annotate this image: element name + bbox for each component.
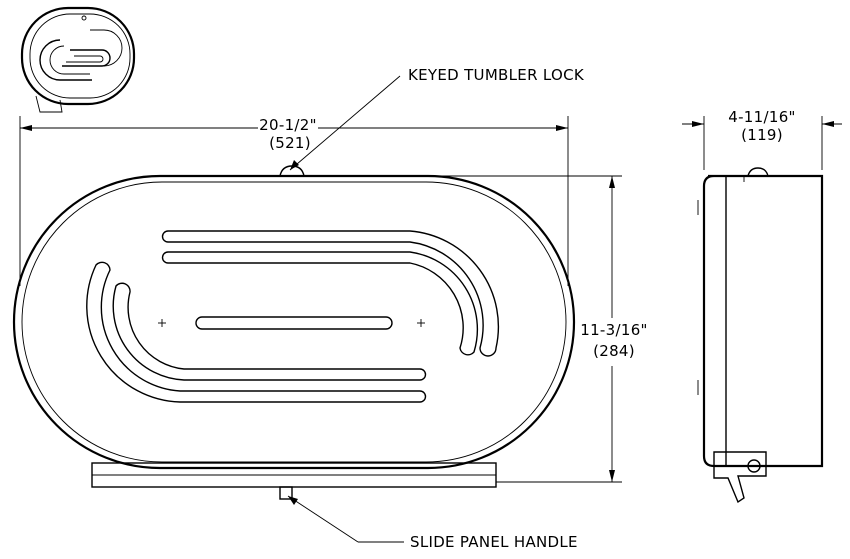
isometric-thumbnail: [20, 6, 136, 113]
slide-panel-handle-label: SLIDE PANEL HANDLE: [410, 533, 578, 551]
mount-mark-left: [158, 319, 166, 327]
dimension-depth: 4-11/16" (119): [682, 108, 842, 170]
front-outer-outline: [12, 174, 576, 470]
callout-slide-panel-handle: SLIDE PANEL HANDLE: [287, 495, 578, 551]
mount-mark-right: [417, 319, 425, 327]
center-slot: [195, 316, 393, 330]
groove-upper-1: [161, 230, 500, 357]
side-outline: [702, 174, 824, 468]
depth-inches-label: 4-11/16": [728, 108, 795, 126]
height-inches-label: 11-3/16": [580, 321, 647, 339]
width-inches-label: 20-1/2": [259, 116, 317, 134]
side-view: [697, 167, 824, 504]
height-mm-label: (284): [593, 342, 635, 360]
groove-lower-2: [112, 282, 427, 381]
groove-lower-1: [86, 261, 427, 403]
slide-panel-handle-tab: [279, 486, 293, 500]
depth-mm-label: (119): [741, 126, 783, 144]
dimension-width: 20-1/2" (521): [19, 116, 569, 286]
callout-keyed-tumbler-lock: KEYED TUMBLER LOCK: [289, 66, 585, 171]
width-mm-label: (521): [269, 134, 311, 152]
front-view: [12, 165, 576, 500]
groove-upper-2: [161, 251, 479, 356]
keyed-tumbler-lock-label: KEYED TUMBLER LOCK: [408, 66, 585, 84]
dimension-height: 11-3/16" (284): [432, 175, 647, 483]
side-handle: [713, 451, 767, 504]
